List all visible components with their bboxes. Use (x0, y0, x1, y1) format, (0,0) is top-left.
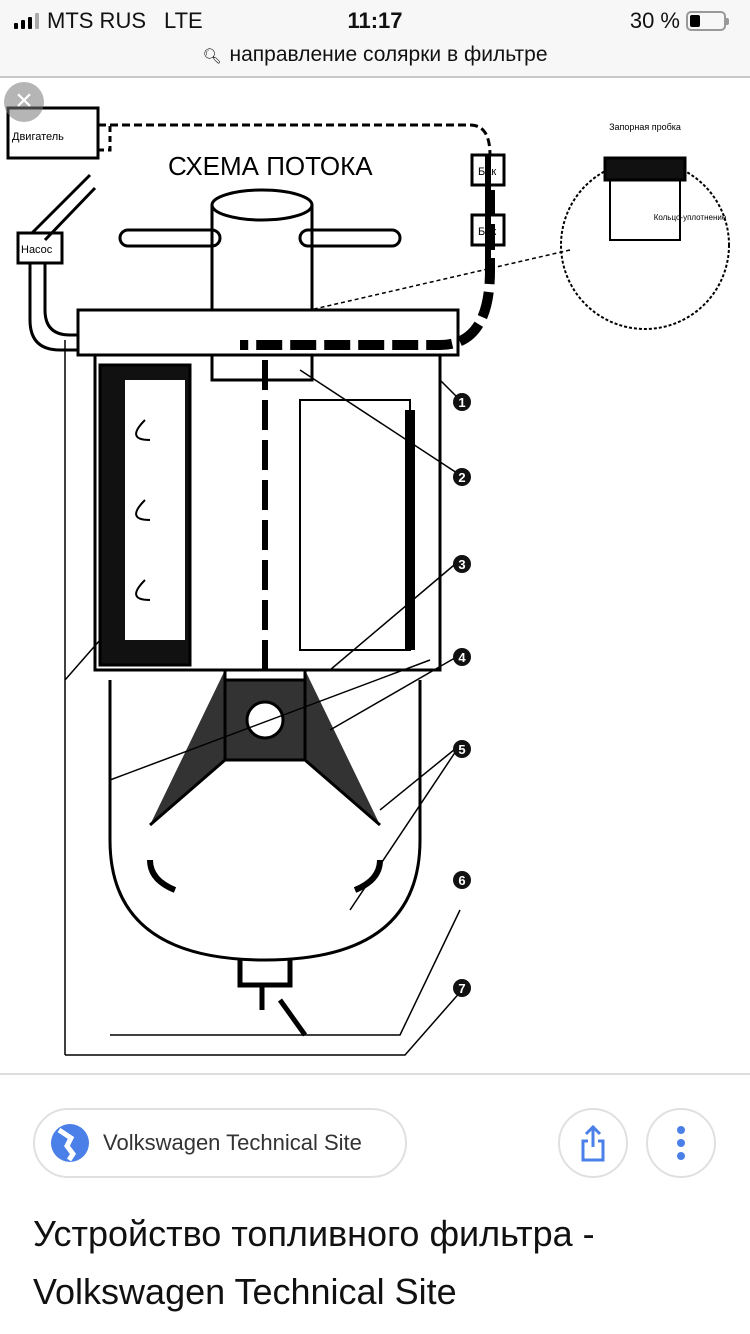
marker-2: 2 (458, 470, 465, 485)
battery-icon (686, 11, 729, 31)
clock: 11:17 (347, 8, 403, 33)
globe-icon (51, 1124, 89, 1162)
marker-6: 6 (458, 873, 465, 888)
search-query: направление солярки в фильтре (229, 43, 548, 66)
pump-box (16, 231, 64, 265)
more-icon (677, 1126, 685, 1160)
result-title[interactable]: Устройство топливного фильтра - Volkswag… (33, 1213, 595, 1312)
status-bar: MTS RUS LTE 11:17 30 % (0, 0, 750, 40)
search-query-bar[interactable]: 🔍︎ направление солярки в фильтре (0, 40, 750, 78)
diagram-title: СХЕМА ПОТОКА (168, 151, 373, 181)
marker-4: 4 (458, 650, 466, 665)
pump-label: Насос (21, 244, 53, 256)
tank-label-2: Бак (478, 226, 496, 238)
carrier: MTS RUS (47, 8, 146, 33)
fuel-filter-diagram[interactable]: Двигатель СХЕМА ПОТОКА Насос Бак Бак Зап… (0, 80, 750, 1073)
network: LTE (164, 8, 203, 33)
engine-box (6, 106, 100, 160)
close-button[interactable]: × (4, 82, 44, 122)
tank-label-1: Бак (478, 166, 496, 178)
marker-1: 1 (458, 395, 465, 410)
signal-icon (14, 13, 39, 29)
battery-percent: 30 % (629, 8, 680, 33)
share-icon (581, 1124, 605, 1162)
share-button[interactable] (558, 1108, 628, 1178)
inset-plug-label: Запорная пробка (609, 122, 681, 132)
more-button[interactable] (646, 1108, 716, 1178)
marker-5: 5 (458, 742, 465, 757)
marker-7: 7 (458, 981, 465, 996)
source-name: Volkswagen Technical Site (103, 1130, 362, 1155)
inset-ring-label: Кольцо-уплотнение (654, 213, 727, 222)
divider (0, 1073, 750, 1075)
engine-label: Двигатель (12, 131, 64, 143)
marker-3: 3 (458, 557, 465, 572)
close-icon: × (15, 84, 33, 117)
search-icon: 🔍︎ (202, 48, 222, 65)
source-link[interactable]: Volkswagen Technical Site (33, 1108, 407, 1178)
